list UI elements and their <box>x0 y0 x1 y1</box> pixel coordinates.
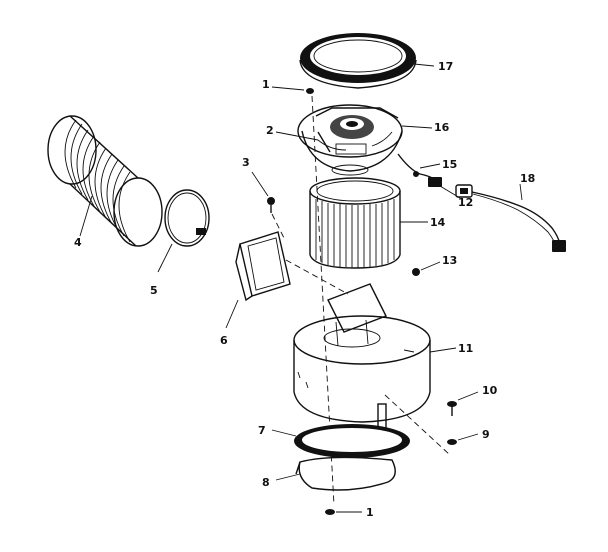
callout-7: 7 <box>258 424 266 437</box>
screw-1-bottom <box>325 509 362 515</box>
screw-1-top <box>271 86 314 94</box>
callout-10: 10 <box>482 384 498 397</box>
screw-3 <box>251 171 275 213</box>
callout-8: 8 <box>262 476 270 489</box>
callout-1-bottom: 1 <box>366 506 374 519</box>
callout-11: 11 <box>458 342 473 355</box>
callout-12: 12 <box>458 196 473 209</box>
callout-15: 15 <box>442 158 457 171</box>
flexible-duct-4 <box>47 115 163 247</box>
blower-housing-11 <box>293 283 457 431</box>
callout-3: 3 <box>242 156 250 169</box>
gasket-7 <box>271 424 410 458</box>
callout-18: 18 <box>520 172 535 185</box>
callout-5: 5 <box>150 284 158 297</box>
callout-6: 6 <box>220 334 228 347</box>
power-cord-18 <box>455 183 566 252</box>
motor-bracket-2 <box>275 131 331 153</box>
callout-17: 17 <box>438 60 453 73</box>
callout-14: 14 <box>430 216 446 229</box>
connector-12 <box>428 177 461 199</box>
callout-4: 4 <box>74 236 82 249</box>
gasket-ring-17 <box>299 33 435 89</box>
blower-wheel-14 <box>309 177 428 269</box>
callout-16: 16 <box>434 121 450 134</box>
callout-1-top: 1 <box>262 78 270 91</box>
motor-16 <box>297 104 433 176</box>
bottom-plate-8 <box>275 456 396 491</box>
callout-2: 2 <box>266 124 274 137</box>
washer-9 <box>447 433 479 445</box>
transition-adapter-6 <box>225 231 291 329</box>
screw-10 <box>447 391 479 416</box>
hose-clamp-5 <box>157 189 210 273</box>
callout-9: 9 <box>482 428 490 441</box>
wire-harness-15 <box>397 153 441 181</box>
callout-13: 13 <box>442 254 457 267</box>
nut-13 <box>412 261 441 276</box>
